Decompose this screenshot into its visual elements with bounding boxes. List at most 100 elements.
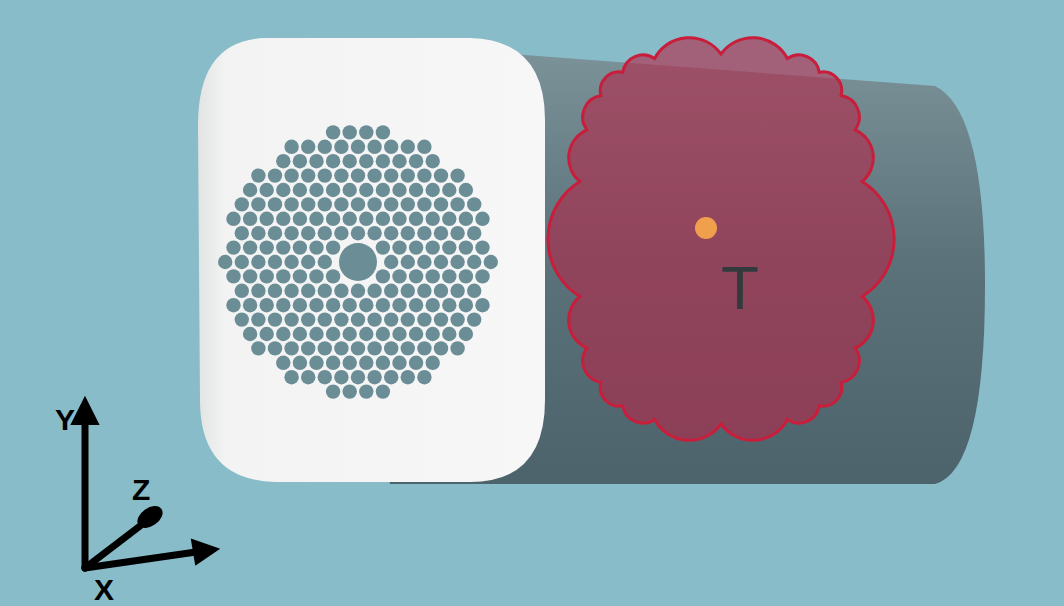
air-hole: [351, 284, 365, 298]
air-hole: [450, 341, 464, 355]
air-hole: [276, 212, 290, 226]
air-hole: [260, 240, 274, 254]
air-hole: [409, 269, 423, 283]
air-hole: [301, 341, 315, 355]
air-hole: [484, 255, 498, 269]
air-hole: [450, 312, 464, 326]
air-hole: [434, 255, 448, 269]
air-hole: [326, 240, 340, 254]
air-hole: [318, 255, 332, 269]
air-hole: [442, 327, 456, 341]
air-hole: [417, 168, 431, 182]
air-hole: [367, 341, 381, 355]
air-hole: [417, 370, 431, 384]
air-hole: [401, 284, 415, 298]
air-hole: [343, 384, 357, 398]
air-hole: [334, 168, 348, 182]
air-hole: [309, 183, 323, 197]
air-hole: [409, 298, 423, 312]
air-hole: [351, 168, 365, 182]
air-hole: [326, 212, 340, 226]
air-hole: [226, 298, 240, 312]
air-hole: [251, 341, 265, 355]
air-hole: [284, 255, 298, 269]
air-hole: [351, 226, 365, 240]
air-hole: [293, 212, 307, 226]
air-hole: [376, 125, 390, 139]
air-hole: [268, 226, 282, 240]
air-hole: [334, 370, 348, 384]
air-hole: [284, 197, 298, 211]
air-hole: [251, 284, 265, 298]
air-hole: [417, 140, 431, 154]
air-hole: [434, 168, 448, 182]
air-hole: [334, 341, 348, 355]
air-hole: [343, 356, 357, 370]
axes: [72, 398, 218, 568]
air-hole: [351, 140, 365, 154]
air-hole: [459, 298, 473, 312]
air-hole: [293, 183, 307, 197]
air-hole: [260, 183, 274, 197]
air-hole: [326, 327, 340, 341]
air-hole: [326, 183, 340, 197]
air-hole: [260, 298, 274, 312]
air-hole: [251, 312, 265, 326]
air-hole: [376, 327, 390, 341]
air-hole: [359, 212, 373, 226]
air-hole: [351, 341, 365, 355]
air-hole: [459, 240, 473, 254]
air-hole: [268, 197, 282, 211]
heated-zone: [548, 38, 894, 441]
air-hole: [334, 226, 348, 240]
air-hole: [384, 284, 398, 298]
air-hole: [268, 341, 282, 355]
air-hole: [318, 197, 332, 211]
air-hole: [367, 284, 381, 298]
air-hole: [284, 284, 298, 298]
air-hole: [243, 240, 257, 254]
air-hole: [392, 298, 406, 312]
air-hole: [293, 240, 307, 254]
air-hole: [301, 312, 315, 326]
air-hole: [442, 212, 456, 226]
air-hole: [318, 312, 332, 326]
air-hole: [384, 255, 398, 269]
air-hole: [318, 226, 332, 240]
air-hole: [442, 269, 456, 283]
air-hole: [326, 154, 340, 168]
air-hole: [409, 240, 423, 254]
air-hole: [301, 168, 315, 182]
air-hole: [376, 298, 390, 312]
air-hole: [392, 212, 406, 226]
air-hole: [334, 140, 348, 154]
air-hole: [376, 212, 390, 226]
air-hole: [417, 341, 431, 355]
air-hole: [284, 341, 298, 355]
air-hole: [284, 140, 298, 154]
air-hole: [426, 269, 440, 283]
air-hole: [475, 240, 489, 254]
air-hole: [235, 255, 249, 269]
air-hole: [309, 212, 323, 226]
air-hole: [384, 197, 398, 211]
air-hole: [318, 168, 332, 182]
air-hole: [401, 312, 415, 326]
air-hole: [293, 269, 307, 283]
air-hole: [301, 197, 315, 211]
air-hole: [392, 356, 406, 370]
air-hole: [243, 327, 257, 341]
air-hole: [343, 154, 357, 168]
air-hole: [359, 125, 373, 139]
air-hole: [367, 370, 381, 384]
air-hole: [251, 168, 265, 182]
temperature-region: T: [565, 40, 877, 438]
air-hole: [359, 183, 373, 197]
air-hole: [284, 168, 298, 182]
air-hole: [334, 312, 348, 326]
air-hole: [475, 212, 489, 226]
air-hole: [309, 356, 323, 370]
air-hole: [276, 356, 290, 370]
air-hole: [367, 168, 381, 182]
air-hole: [376, 240, 390, 254]
